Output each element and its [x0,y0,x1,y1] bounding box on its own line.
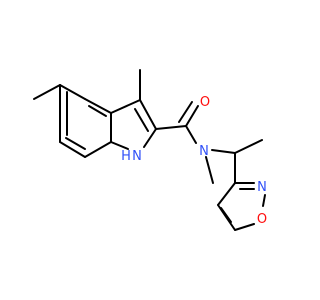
isoxazole-oxygen-label: O [257,212,267,227]
carbonyl-oxygen-label: O [200,95,210,110]
bond-carbonyl-o [185,105,199,127]
indole-hydrogen-label: H [121,149,131,164]
bond-c7a-c7 [84,141,112,158]
bond-c7-c6 [59,141,86,158]
bond-ch-methyl [234,139,263,154]
bond-c4-c3a-inner [88,105,107,117]
bond-carbonyl-n [185,125,197,144]
bond-n-ch [211,149,236,154]
amide-nitrogen-label: N [199,144,209,159]
isoxazole-nitrogen-label: N [257,180,267,195]
bond-c5-c4 [59,84,86,100]
bond-c4iso-c3iso [217,182,236,206]
bond-c3-c2-inner [134,108,149,132]
bond-layer [33,69,266,231]
molecule-structure-diagram: O N N H N O [33,69,267,231]
bond-c3a-c3 [110,99,141,114]
bond-c2-n1 [143,128,157,148]
atom-label-layer: O N N H N O [121,95,267,227]
bond-n-o-iso [262,194,266,207]
bond-c2-carbonyl [155,125,187,130]
bond-n1-c7a [110,141,129,150]
indole-nitrogen-label: N [132,149,142,164]
bond-c7-c6-inner [65,137,86,150]
bond-c5iso-c4iso-inner [220,207,232,223]
bond-carbonyl-o-double [178,101,193,123]
bond-c5-methyl [33,84,61,100]
bond-c4-c3a [84,98,112,114]
bond-n-methyl [205,156,214,184]
bond-o-c5iso [234,223,255,231]
bond-c3-c2 [139,99,157,130]
